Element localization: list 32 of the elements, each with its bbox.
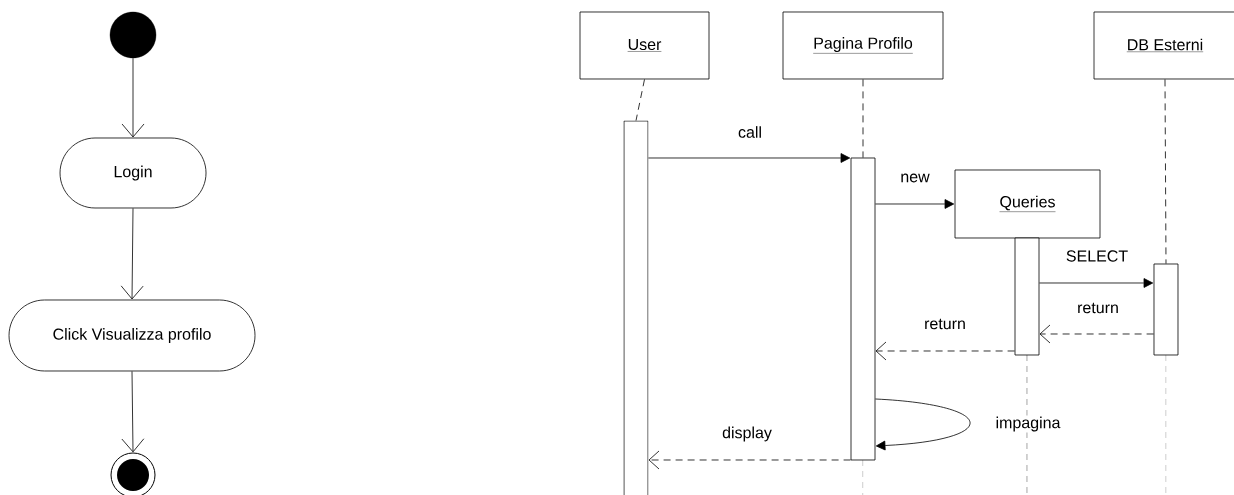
lifeline-box: User — [579, 11, 710, 80]
initial-node — [109, 11, 157, 59]
edge-label: return — [1076, 301, 1120, 315]
message-arrow — [648, 450, 851, 470]
flow-arrow — [121, 371, 145, 453]
action-box: Click Visualizza profilo — [8, 299, 256, 372]
activation-bar — [623, 120, 649, 495]
action-box: Login — [59, 137, 207, 209]
edge-label: return — [923, 317, 967, 331]
final-node — [110, 452, 156, 495]
lifeline — [862, 79, 864, 158]
message-arrow — [875, 341, 1015, 361]
edge-label: call — [737, 125, 763, 139]
lifeline — [635, 79, 645, 121]
flow-arrow — [121, 57, 145, 138]
edge-label: new — [899, 172, 931, 184]
message-arrow — [1039, 324, 1154, 344]
message-arrow — [648, 153, 851, 163]
flow-arrow — [120, 208, 144, 300]
activation-bar — [850, 157, 876, 461]
self-message-arrow — [875, 398, 971, 451]
activation-bar — [1014, 237, 1040, 356]
edge-label: display — [721, 425, 773, 443]
activation-bar — [1153, 263, 1179, 356]
lifeline-box: DB Esterni — [1093, 11, 1234, 80]
lifeline-box: Pagina Profilo — [782, 11, 944, 80]
edge-label: SELECT — [1064, 249, 1130, 263]
message-arrow — [875, 199, 955, 209]
lifeline-box: Queries — [954, 169, 1101, 239]
lifeline — [1164, 79, 1167, 264]
message-arrow — [1039, 278, 1154, 288]
edge-label: impagina — [994, 415, 1062, 433]
